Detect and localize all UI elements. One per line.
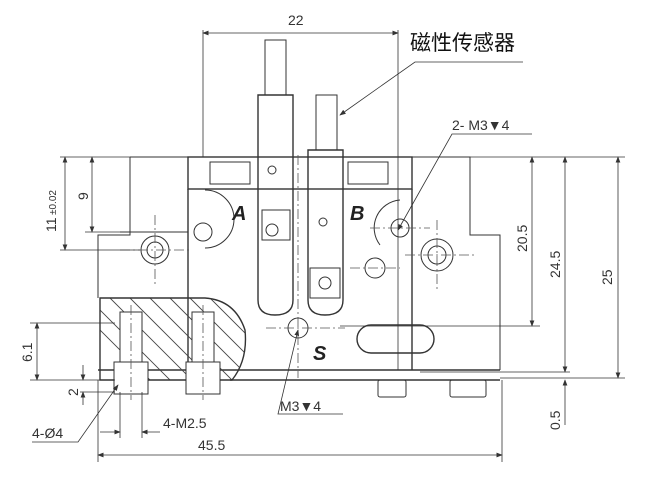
dim-45-5: 45.5 [198, 437, 225, 453]
callout-hole-bottom: M3▼4 [280, 398, 321, 414]
dim-0-5: 0.5 [547, 410, 563, 430]
dim-9: 9 [75, 192, 91, 200]
dim-6-1: 6.1 [19, 342, 35, 362]
component-body [97, 39, 501, 398]
dim-20-5: 20.5 [514, 225, 530, 252]
dim-25: 25 [599, 269, 615, 285]
callout-holes-right: 2- M3▼4 [452, 117, 510, 133]
dim-11-value: 11 [43, 217, 59, 232]
dimension-lines [30, 30, 625, 462]
dim-22: 22 [288, 12, 304, 28]
dim-2: 2 [65, 388, 81, 396]
port-label-b: B [350, 203, 364, 225]
dim-24-5: 24.5 [547, 251, 563, 278]
section-view [99, 297, 247, 400]
callout-pins-dia: 4-Ø4 [32, 425, 63, 441]
dim-11: 11 ±0.02 [43, 190, 59, 232]
port-label-s: S [313, 343, 327, 365]
callout-threads: 4-M2.5 [163, 415, 207, 431]
port-label-a: A [231, 203, 246, 225]
dim-11-tolerance: ±0.02 [48, 190, 59, 215]
title-label: 磁性传感器 [410, 31, 515, 55]
